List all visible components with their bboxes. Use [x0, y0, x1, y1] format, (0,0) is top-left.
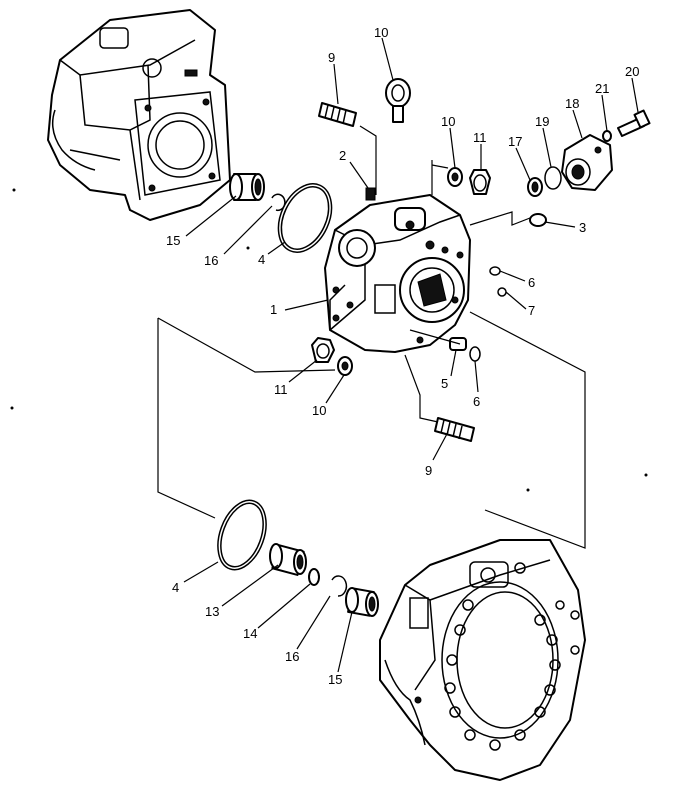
o-ring-19 [544, 166, 562, 190]
callout-5: 5 [441, 376, 448, 391]
callout-leaders [183, 37, 639, 673]
stud-upper [318, 102, 357, 127]
snap-ring-upper [271, 193, 286, 212]
callout-12: 10 [374, 25, 388, 40]
callout-16-upper: 16 [204, 253, 218, 268]
snap-ring-lower [331, 575, 348, 597]
callout-2: 2 [339, 148, 346, 163]
callout-11-lower: 11 [274, 382, 288, 397]
bearing-upper [229, 173, 265, 201]
plug-2 [365, 187, 376, 201]
callout-9-upper: 9 [328, 50, 335, 65]
callout-14: 14 [243, 626, 257, 641]
valve-body [324, 194, 471, 353]
washer-21 [602, 130, 612, 142]
o-ring-6 [469, 346, 481, 362]
eye-bolt [385, 78, 411, 123]
callout-13: 13 [205, 604, 219, 619]
callout-3: 3 [579, 220, 586, 235]
o-ring-upper [277, 183, 333, 253]
callout-8: 7 [528, 303, 535, 318]
nut-lower [311, 337, 335, 363]
callout-9-lower: 9 [425, 463, 432, 478]
callout-10-upper: 10 [441, 114, 455, 129]
cover-18 [561, 134, 613, 191]
o-ring-7 [489, 266, 501, 276]
callout-10-lower: 10 [312, 403, 326, 418]
alignment-lines [157, 125, 586, 549]
bearing-lower [345, 587, 379, 617]
nut-upper [469, 169, 491, 195]
bolt-20 [617, 109, 651, 137]
callout-19: 19 [535, 114, 549, 129]
callout-11-upper: 11 [473, 130, 487, 145]
callout-16-lower: 16 [285, 649, 299, 664]
callout-6: 6 [473, 394, 480, 409]
callout-17: 17 [508, 134, 522, 149]
callout-20: 20 [625, 64, 639, 79]
lower-housing [379, 539, 586, 781]
bushing-13 [269, 543, 307, 576]
plug-3 [529, 213, 547, 227]
callout-4-lower: 4 [172, 580, 179, 595]
callout-15-upper: 15 [166, 233, 180, 248]
callout-labels: 10 9 2 10 11 17 19 18 21 20 3 6 7 1 15 1… [166, 25, 639, 687]
callout-18: 18 [565, 96, 579, 111]
o-ring-lower [217, 499, 267, 571]
o-ring-8 [497, 287, 507, 297]
upper-housing [47, 9, 231, 221]
ring-14 [308, 568, 320, 586]
callout-1: 1 [270, 302, 277, 317]
stud-lower [434, 417, 475, 442]
callout-7: 6 [528, 275, 535, 290]
callout-15-lower: 15 [328, 672, 342, 687]
callout-21: 21 [595, 81, 609, 96]
callout-4-upper: 4 [258, 252, 265, 267]
